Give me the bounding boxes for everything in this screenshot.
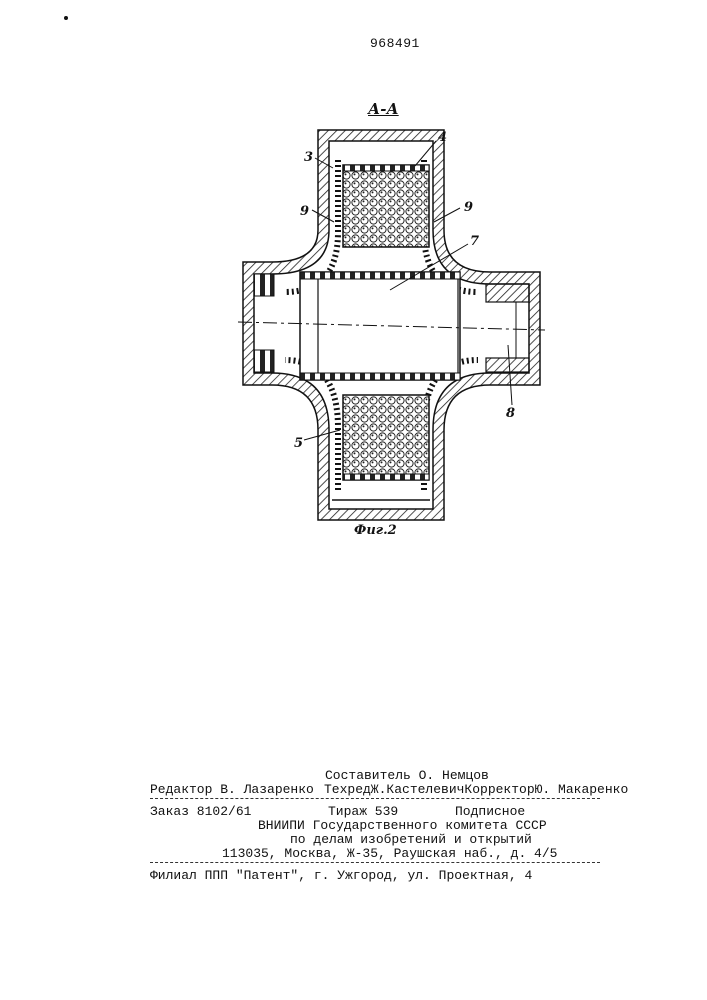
figure-caption: Фиг.2 <box>354 523 397 538</box>
callout-7: 7 <box>470 234 479 249</box>
editor-line: Редактор В. Лазаренко <box>150 782 314 797</box>
callout-9-right: 9 <box>464 200 473 215</box>
callout-8: 8 <box>506 406 515 421</box>
compiler-line: Составитель О. Немцов <box>325 768 489 783</box>
left-seal-bottom <box>254 350 274 372</box>
branch-line: Филиал ППП "Патент", г. Ужгород, ул. Про… <box>150 868 532 883</box>
order-line: Заказ 8102/61 <box>150 804 251 819</box>
left-seal-top <box>254 274 274 296</box>
bottom-ball-pack <box>343 395 429 480</box>
divider-2 <box>150 862 600 863</box>
cross-section-drawing <box>0 0 707 560</box>
right-seal-bottom <box>486 358 529 372</box>
callout-9-left: 9 <box>300 204 309 219</box>
callout-3: 3 <box>304 150 313 165</box>
callout-4: 4 <box>438 130 447 145</box>
divider-1 <box>150 798 600 799</box>
subscription-line: Подписное <box>455 804 525 819</box>
techred-corrector-line: ТехредЖ.КастелевичКорректорЮ. Макаренко <box>324 782 628 797</box>
address-line: 113035, Москва, Ж-35, Раушская наб., д. … <box>222 846 557 861</box>
callout-5: 5 <box>294 436 303 451</box>
org-line-1: ВНИИПИ Государственного комитета СССР <box>258 818 547 833</box>
org-line-2: по делам изобретений и открытий <box>290 832 532 847</box>
top-ball-pack <box>343 165 429 247</box>
perforated-tube <box>300 272 460 380</box>
right-seal-top <box>486 284 529 302</box>
circulation-line: Тираж 539 <box>328 804 398 819</box>
